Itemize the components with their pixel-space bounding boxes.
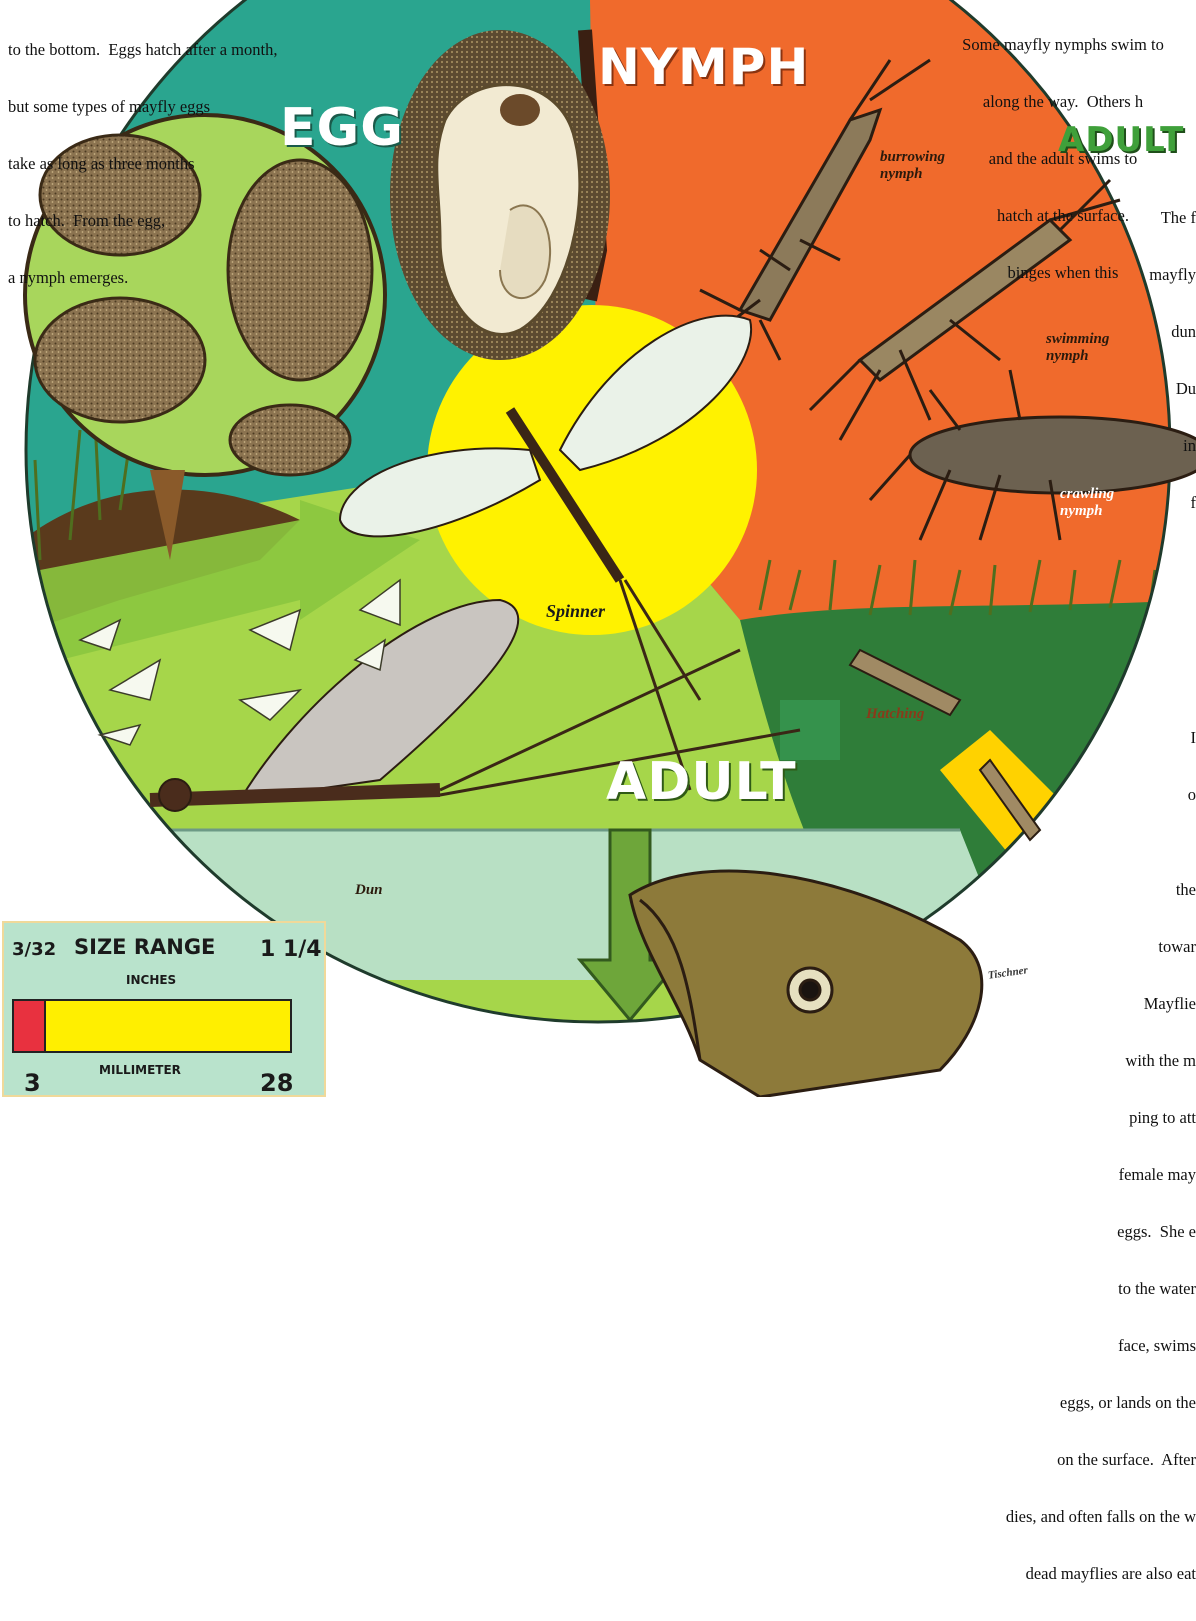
- egg-stage-title: EGG: [280, 98, 404, 158]
- intro-line: a nymph emerges.: [8, 268, 277, 287]
- hatching-caption: Hatching: [866, 706, 924, 723]
- adult-line: the: [930, 880, 1196, 899]
- adult-line: to the water: [930, 1279, 1196, 1298]
- size-min-segment: [14, 1001, 44, 1051]
- size-range-bar: [12, 999, 292, 1053]
- spinner-caption: Spinner: [546, 603, 605, 620]
- adult-line: dead mayflies are also eat: [930, 1564, 1196, 1583]
- adult-line: Du: [1140, 379, 1196, 398]
- caption-line: nymph: [880, 166, 945, 183]
- adult-line: Mayflie: [930, 994, 1196, 1013]
- nymph-stage-title: NYMPH: [598, 38, 809, 96]
- intro-line: take as long as three months: [8, 154, 277, 173]
- caption-line: swimming: [1046, 331, 1109, 348]
- size-range-segment: [44, 1001, 290, 1051]
- nymph-line: Some mayfly nymphs swim to: [918, 35, 1196, 54]
- adult-line: with the m: [930, 1051, 1196, 1070]
- adult-paragraph-bottom: I o the towar Mayflie with the m ping to…: [930, 690, 1196, 1621]
- caption-line: nymph: [1046, 348, 1109, 365]
- mm-max-label: 28: [260, 1069, 293, 1097]
- millimeter-label: MILLIMETER: [99, 1063, 181, 1077]
- egg-single: [390, 30, 610, 360]
- adult-line: dun: [1140, 322, 1196, 341]
- mm-min-label: 3: [24, 1069, 41, 1097]
- crawling-nymph-caption: crawling nymph: [1060, 486, 1114, 520]
- caption-line: nymph: [1060, 503, 1114, 520]
- adult-line: o: [930, 785, 1196, 804]
- swimming-nymph-caption: swimming nymph: [1046, 331, 1109, 365]
- adult-line: on the surface. After: [930, 1450, 1196, 1469]
- intro-line: to the bottom. Eggs hatch after a month,: [8, 40, 277, 59]
- caption-line: burrowing: [880, 149, 945, 166]
- adult-line: eggs. She e: [930, 1222, 1196, 1241]
- dun-caption: Dun: [355, 882, 383, 899]
- adult-line: face, swims: [930, 1336, 1196, 1355]
- adult-stage-title: ADULT: [606, 752, 797, 812]
- adult-paragraph-top: The f mayfly dun Du in f: [1140, 170, 1196, 550]
- adult-heading-right: ADULT: [1058, 120, 1184, 160]
- mayfly-life-cycle-diagram: to the bottom. Eggs hatch after a month,…: [0, 0, 1196, 1097]
- intro-line: but some types of mayfly eggs: [8, 97, 277, 116]
- inch-max-label: 1 1/4: [260, 937, 322, 962]
- inches-label: INCHES: [126, 973, 176, 987]
- burrowing-nymph-caption: burrowing nymph: [880, 149, 945, 183]
- adult-line: eggs, or lands on the: [930, 1393, 1196, 1412]
- nymph-line: along the way. Others h: [918, 92, 1196, 111]
- adult-line: f: [1140, 493, 1196, 512]
- adult-line: dies, and often falls on the w: [930, 1507, 1196, 1526]
- intro-line: to hatch. From the egg,: [8, 211, 277, 230]
- adult-line: I: [930, 728, 1196, 747]
- size-range-title: SIZE RANGE: [74, 935, 215, 959]
- adult-line: in: [1140, 436, 1196, 455]
- adult-line: mayfly: [1140, 265, 1196, 284]
- adult-line: ping to att: [930, 1108, 1196, 1127]
- intro-paragraph: to the bottom. Eggs hatch after a month,…: [8, 2, 277, 325]
- adult-line: The f: [1140, 208, 1196, 227]
- adult-line: towar: [930, 937, 1196, 956]
- inch-min-label: 3/32: [12, 939, 56, 960]
- adult-line: female may: [930, 1165, 1196, 1184]
- size-range-box: SIZE RANGE 3/32 1 1/4 INCHES MILLIMETER …: [2, 921, 326, 1097]
- caption-line: crawling: [1060, 486, 1114, 503]
